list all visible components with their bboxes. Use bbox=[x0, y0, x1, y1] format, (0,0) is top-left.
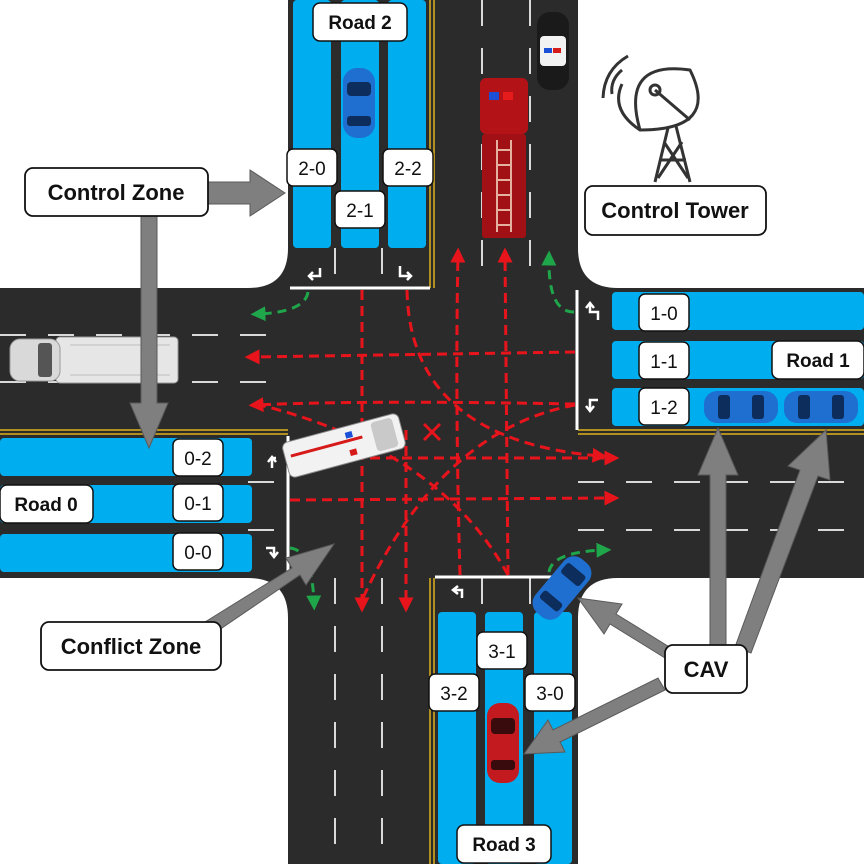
lane-label-3-2: 3-2 bbox=[440, 684, 467, 705]
blue-car-road1-a bbox=[704, 391, 778, 423]
ambulance bbox=[282, 413, 406, 478]
road-label-0: Road 0 bbox=[14, 495, 77, 516]
lane-label-1-0: 1-0 bbox=[650, 304, 677, 325]
conflict-point-icon bbox=[422, 422, 442, 442]
lane-label-2-0: 2-0 bbox=[298, 159, 325, 180]
blue-car-road2 bbox=[343, 68, 375, 138]
red-car-road3 bbox=[487, 703, 519, 783]
lane-label-1-2: 1-2 bbox=[650, 398, 677, 419]
callout-arrows bbox=[129, 169, 831, 755]
road-label-1: Road 1 bbox=[786, 351, 850, 372]
lane-label-2-2: 2-2 bbox=[394, 159, 421, 180]
road-label-3: Road 3 bbox=[472, 835, 535, 856]
control-zone-label: Control Zone bbox=[48, 180, 185, 205]
lane-label-3-1: 3-1 bbox=[488, 642, 515, 663]
lane-label-3-0: 3-0 bbox=[536, 684, 563, 705]
lane-label-1-1: 1-1 bbox=[650, 352, 677, 373]
blue-cav-turning bbox=[532, 556, 592, 620]
turn-arrow-icon bbox=[266, 266, 600, 598]
fire-truck bbox=[480, 78, 528, 238]
cav-label: CAV bbox=[684, 657, 729, 682]
control-tower-label: Control Tower bbox=[601, 198, 749, 223]
satellite-dish-icon bbox=[601, 54, 700, 183]
lane-label-0-2: 0-2 bbox=[184, 449, 211, 470]
road-label-2: Road 2 bbox=[328, 13, 391, 34]
lane-label-0-1: 0-1 bbox=[184, 494, 211, 515]
blue-car-road1-b bbox=[784, 391, 858, 423]
lane-label-0-0: 0-0 bbox=[184, 543, 211, 564]
conflict-zone-label: Conflict Zone bbox=[61, 634, 202, 659]
police-car bbox=[537, 12, 569, 90]
lane-label-2-1: 2-1 bbox=[346, 201, 373, 222]
